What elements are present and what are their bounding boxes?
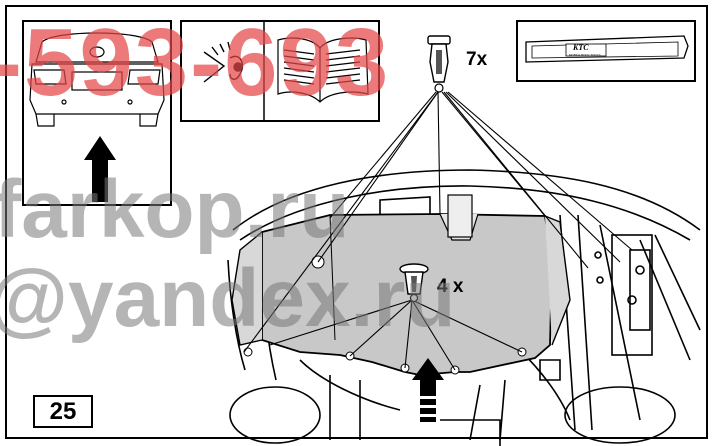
tool-thumbnail: KTC MOBILE BODY TOOLS (516, 20, 696, 82)
fastener-qty-top: 7x (466, 49, 488, 70)
clip-fastener-bottom (399, 263, 429, 303)
direction-arrow-up (412, 358, 444, 422)
top-fastener-leaders (243, 91, 633, 353)
book-icon (277, 37, 369, 103)
tool-brand-label: KTC (573, 43, 589, 52)
eye-icon (203, 41, 244, 83)
eye-and-book-icon (203, 22, 369, 120)
trim-tool-icon (525, 35, 689, 63)
clip-fastener-top (427, 35, 451, 93)
up-arrow-icon (84, 136, 116, 202)
car-rear-icon (29, 32, 165, 202)
step-number: 25 (33, 395, 93, 428)
read-instructions-thumbnail (180, 20, 380, 122)
tool-subtext: MOBILE BODY TOOLS (569, 53, 601, 57)
bottom-fastener-leaders (269, 299, 523, 371)
engine-under-cover (231, 194, 571, 376)
fastener-qty-bottom: 4 x (437, 276, 464, 297)
rear-view-thumbnail (22, 20, 172, 206)
page-frame (5, 5, 708, 439)
